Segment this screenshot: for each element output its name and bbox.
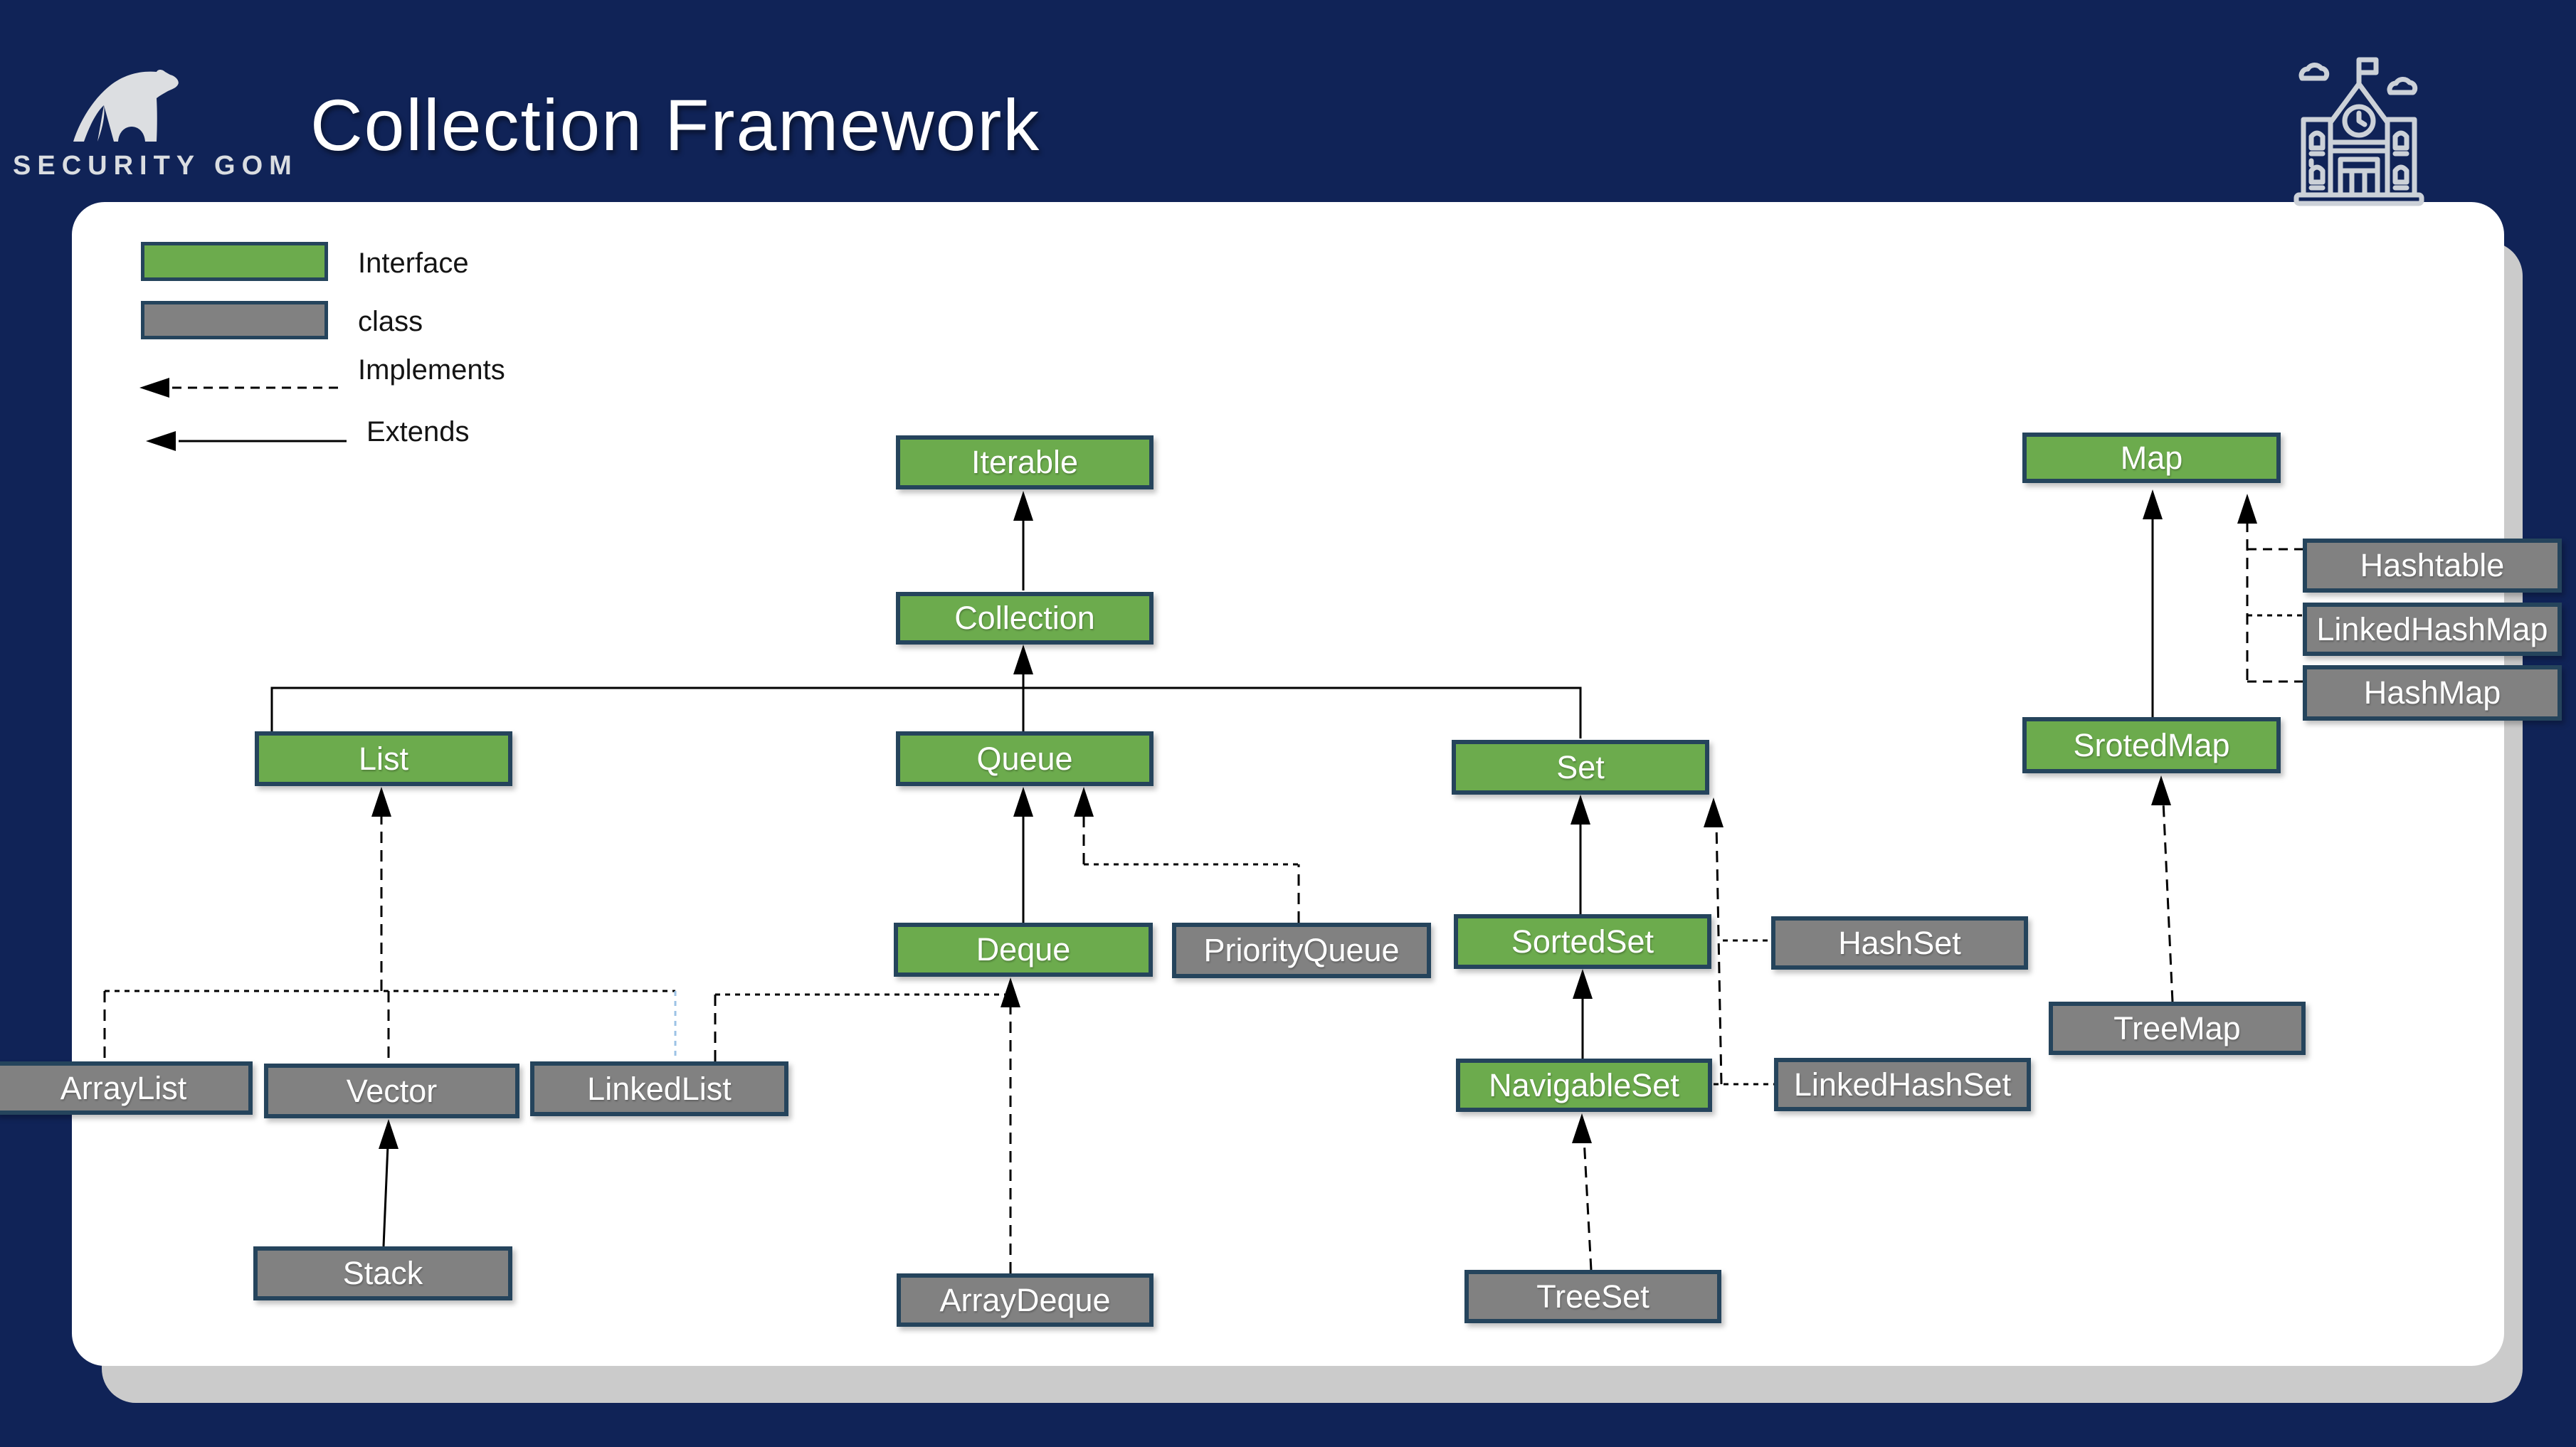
node-hashmap: HashMap	[2303, 665, 2562, 721]
edge-stack-vector	[382, 1145, 389, 1247]
brand-logo: SECURITY GOM	[10, 63, 292, 191]
node-collection: Collection	[896, 592, 1154, 645]
arrowhead	[1001, 977, 1020, 1007]
node-label: ArrayDeque	[939, 1281, 1111, 1318]
legend-extends-label: Extends	[366, 416, 470, 447]
node-list: List	[255, 731, 512, 786]
school-band	[2328, 139, 2390, 154]
node-label: ArrayList	[60, 1069, 187, 1106]
node-sortedset: SortedSet	[1454, 914, 1711, 969]
legend-implements-arrow	[139, 378, 339, 398]
arrowhead	[2237, 494, 2257, 524]
node-label: NavigableSet	[1489, 1066, 1679, 1103]
node-linkedlist: LinkedList	[530, 1061, 788, 1116]
node-deque: Deque	[894, 923, 1153, 977]
node-navigableset: NavigableSet	[1456, 1059, 1712, 1112]
node-label: List	[358, 740, 409, 777]
brand-text: SECURITY GOM	[13, 151, 298, 181]
arrowhead	[1013, 645, 1033, 674]
legend-interface-label: Interface	[358, 248, 469, 279]
node-linkedhashset: LinkedHashSet	[1774, 1058, 2031, 1111]
arrowhead	[1704, 797, 1724, 827]
arrowhead	[2151, 775, 2171, 805]
node-label: LinkedHashMap	[2316, 610, 2548, 647]
node-label: SrotedMap	[2073, 726, 2230, 763]
node-queue: Queue	[896, 731, 1154, 786]
node-label: Stack	[342, 1255, 423, 1291]
arrowhead	[1572, 1113, 1592, 1143]
legend-class-swatch	[141, 301, 328, 339]
node-label: Map	[2120, 439, 2183, 476]
polar-bear-icon	[73, 70, 179, 142]
node-arraydeque: ArrayDeque	[897, 1273, 1154, 1327]
arrowhead	[1573, 969, 1593, 999]
edge-treemap-srotedmap	[2162, 800, 2174, 1002]
page-title: Collection Framework	[310, 85, 1041, 166]
node-label: LinkedHashSet	[1793, 1066, 2012, 1103]
node-label: Iterable	[971, 444, 1079, 480]
node-map: Map	[2022, 433, 2281, 483]
node-hashset: HashSet	[1771, 916, 2028, 970]
school-building-icon	[2293, 57, 2424, 206]
arrowhead	[379, 1119, 398, 1149]
school-door	[2338, 157, 2380, 198]
node-label: Hashtable	[2360, 547, 2505, 583]
node-label: TreeMap	[2113, 1009, 2241, 1046]
school-flag	[2356, 57, 2379, 87]
node-hashtable: Hashtable	[2303, 539, 2562, 593]
node-arraylist: ArrayList	[0, 1061, 253, 1115]
node-label: SortedSet	[1511, 923, 1654, 960]
node-iterable: Iterable	[896, 435, 1154, 489]
legend-implements-label: Implements	[358, 354, 505, 386]
school-clock-hands	[2356, 110, 2368, 127]
cloud-right-icon	[2387, 77, 2418, 95]
school-clock	[2342, 104, 2376, 138]
node-set: Set	[1452, 740, 1709, 795]
node-label: Set	[1556, 748, 1605, 785]
extends-edges	[270, 489, 2163, 1247]
node-label: HashMap	[2363, 674, 2501, 711]
node-priorityqueue: PriorityQueue	[1172, 923, 1431, 978]
node-treeset: TreeSet	[1464, 1270, 1721, 1323]
node-treemap: TreeMap	[2049, 1002, 2306, 1055]
node-stack: Stack	[253, 1246, 512, 1300]
node-label: Collection	[954, 600, 1095, 636]
node-linkedhashmap: LinkedHashMap	[2303, 603, 2562, 656]
school-right-windows	[2392, 130, 2409, 191]
edge-treeset-navigableset	[1583, 1138, 1593, 1271]
school-base	[2293, 192, 2424, 206]
node-label: Vector	[346, 1072, 438, 1109]
node-vector: Vector	[264, 1064, 519, 1118]
node-label: Deque	[976, 931, 1071, 968]
arrowhead	[371, 787, 391, 817]
arrowhead	[1571, 795, 1590, 825]
arrowhead	[1013, 491, 1033, 521]
node-label: PriorityQueue	[1203, 932, 1400, 968]
node-label: LinkedList	[587, 1070, 732, 1107]
edge-children-rail	[270, 687, 1582, 738]
legend-extends-arrow	[146, 431, 347, 451]
node-label: HashSet	[1838, 924, 1961, 961]
node-label: TreeSet	[1536, 1278, 1649, 1315]
school-left-windows	[2308, 130, 2326, 191]
implements-edges	[103, 494, 2303, 1273]
legend-interface-swatch	[141, 242, 328, 281]
cloud-left-icon	[2298, 63, 2330, 81]
node-label: Queue	[976, 740, 1073, 777]
arrowhead	[2143, 489, 2163, 519]
edge-hashset-set-vertical	[1715, 822, 1723, 1085]
legend-class-label: class	[358, 306, 423, 337]
arrowhead	[1074, 787, 1094, 817]
arrowhead	[1013, 787, 1033, 817]
node-srotedmap: SrotedMap	[2022, 717, 2281, 773]
